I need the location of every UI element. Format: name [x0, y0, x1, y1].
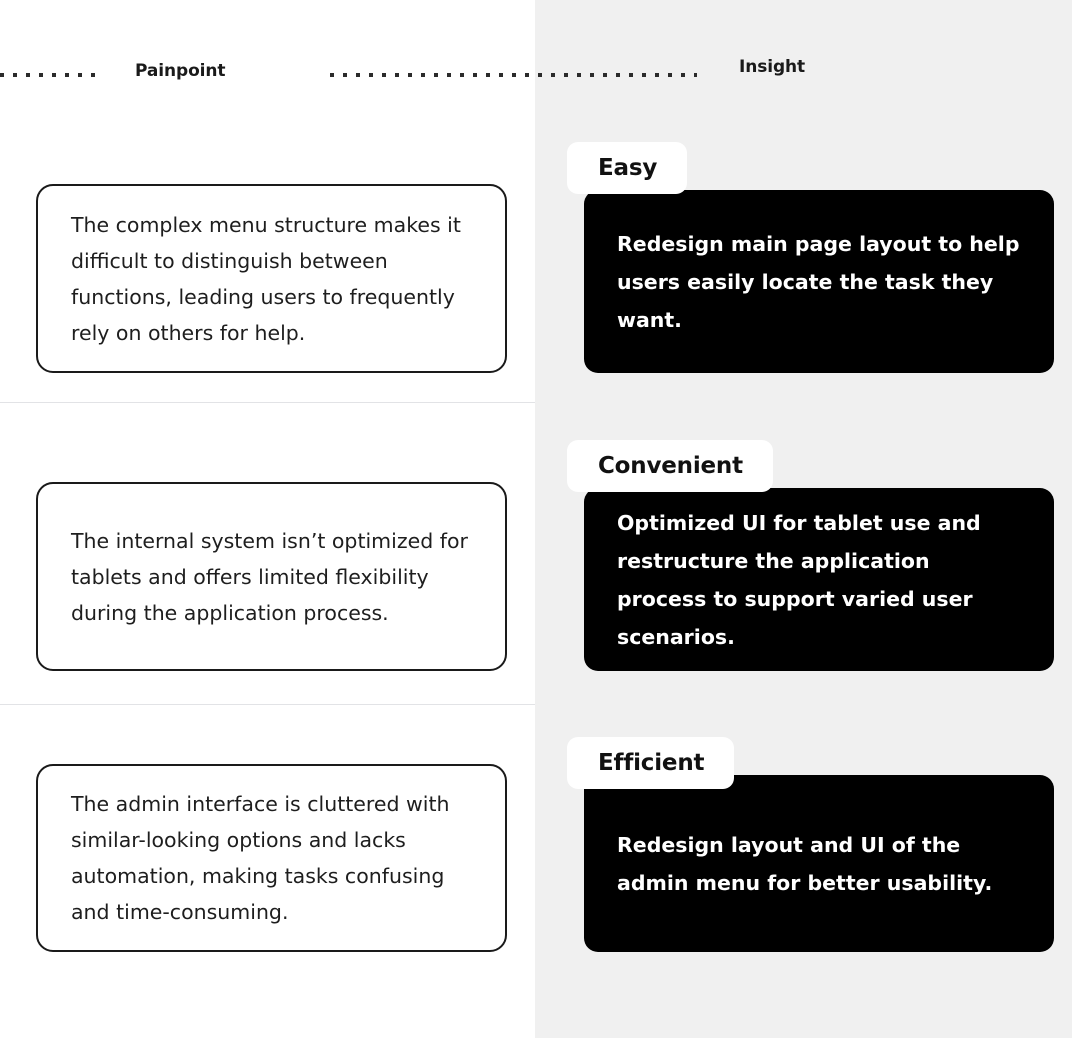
insight-tab[interactable]: Easy	[567, 142, 688, 194]
painpoint-card[interactable]: The admin interface is cluttered with si…	[36, 764, 507, 952]
insight-card[interactable]: Optimized UI for tablet use and restruct…	[584, 488, 1054, 671]
painpoint-card[interactable]: The complex menu structure makes it diff…	[36, 184, 507, 373]
column-title-insight: Insight	[739, 57, 806, 77]
insight-text: Optimized UI for tablet use and restruct…	[617, 510, 981, 649]
insight-tab[interactable]: Efficient	[567, 737, 735, 789]
painpoint-card[interactable]: The internal system isn’t optimized for …	[36, 482, 507, 671]
insight-tab-label: Easy	[598, 155, 658, 181]
row-divider-2	[0, 704, 535, 705]
insight-card[interactable]: Redesign layout and UI of the admin menu…	[584, 775, 1054, 952]
painpoint-text: The admin interface is cluttered with si…	[71, 792, 450, 924]
column-title-painpoint: Painpoint	[135, 61, 226, 81]
insight-tab[interactable]: Convenient	[567, 440, 773, 492]
painpoint-text: The complex menu structure makes it diff…	[71, 212, 461, 345]
insight-card[interactable]: Redesign main page layout to help users …	[584, 190, 1054, 373]
row-divider-1	[0, 402, 535, 403]
insight-tab-label: Convenient	[598, 453, 743, 479]
column-header-row: Painpoint Insight	[0, 0, 1072, 110]
dotted-rule-center	[330, 73, 697, 77]
painpoint-text: The internal system isn’t optimized for …	[71, 528, 468, 625]
dotted-rule-left	[0, 73, 104, 77]
insight-tab-label: Efficient	[598, 750, 705, 776]
insight-text: Redesign main page layout to help users …	[617, 231, 1020, 332]
insight-text: Redesign layout and UI of the admin menu…	[617, 832, 993, 895]
